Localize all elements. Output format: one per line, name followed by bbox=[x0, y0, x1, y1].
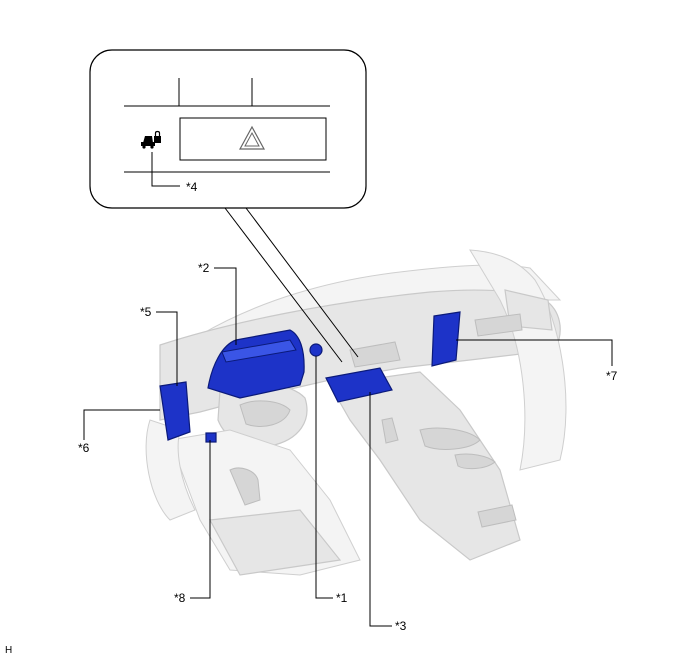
hazard-triangle-icon bbox=[238, 125, 266, 150]
callout-label-7: *7 bbox=[606, 369, 618, 383]
inset-callout bbox=[89, 49, 367, 209]
corner-mark: H bbox=[5, 645, 12, 656]
center-display-component bbox=[325, 367, 393, 403]
car-lock-icon bbox=[141, 130, 161, 149]
callout-label-1: *1 bbox=[336, 591, 348, 605]
hazard-switch-component bbox=[309, 343, 323, 357]
combination-meter-component bbox=[207, 329, 305, 399]
callout-label-5: *5 bbox=[140, 305, 152, 319]
callout-label-3: *3 bbox=[395, 619, 407, 633]
right-control-module-component bbox=[431, 311, 461, 367]
callout-label-2: *2 bbox=[198, 261, 210, 275]
lower-switch-component bbox=[205, 432, 217, 443]
callout-label-4: *4 bbox=[186, 180, 198, 194]
callout-label-8: *8 bbox=[174, 591, 186, 605]
car-interior bbox=[145, 249, 567, 576]
inset-pointer bbox=[224, 207, 359, 363]
leader-lines bbox=[83, 267, 613, 627]
callout-label-6: *6 bbox=[78, 441, 90, 455]
